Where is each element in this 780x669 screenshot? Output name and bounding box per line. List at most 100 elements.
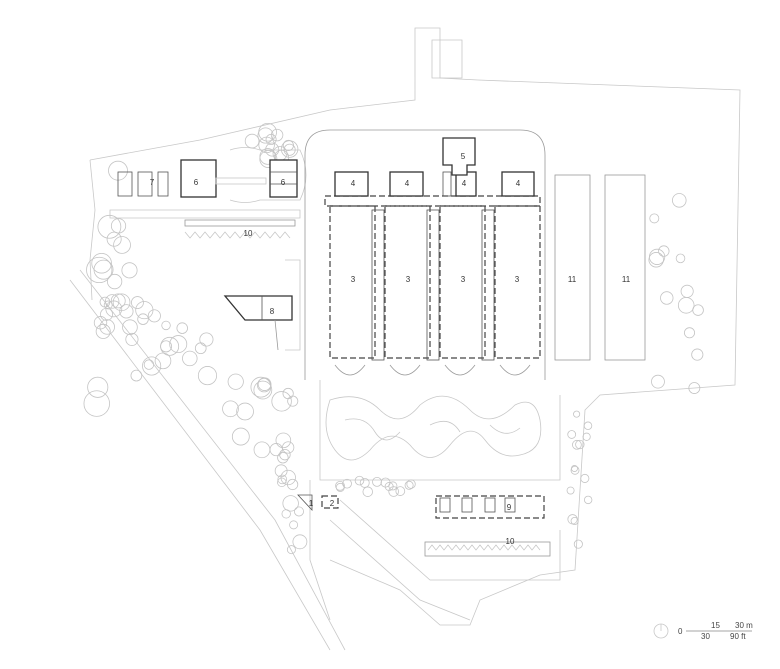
tree <box>147 309 161 323</box>
tree <box>121 262 138 279</box>
tree <box>106 273 123 290</box>
tree <box>113 236 131 254</box>
label-10b: 10 <box>506 537 515 546</box>
tree <box>199 332 214 347</box>
tree <box>97 214 122 239</box>
building-8 <box>223 295 293 321</box>
tree <box>122 319 138 335</box>
tree <box>583 495 593 505</box>
building-6b <box>269 159 298 198</box>
tree <box>282 495 299 512</box>
label-1: 1 <box>309 499 314 508</box>
south-buildings <box>297 494 551 557</box>
tree <box>142 356 162 376</box>
label-11a: 11 <box>568 275 577 284</box>
building-4d <box>501 171 535 197</box>
labels: 7 6 6 10 8 5 4 4 4 4 3 3 3 3 11 11 1 2 9… <box>150 152 631 546</box>
tree <box>582 432 591 441</box>
label-6b: 6 <box>281 178 286 187</box>
tree <box>583 421 593 430</box>
label-8: 8 <box>270 307 275 316</box>
tree <box>104 294 120 309</box>
feed-aisle <box>481 209 495 361</box>
tree <box>169 335 188 354</box>
label-11b: 11 <box>622 275 631 284</box>
tree <box>648 248 666 265</box>
scale-ft-end: 90 ft <box>730 632 746 641</box>
tree <box>250 376 272 398</box>
tree <box>691 348 704 361</box>
feed-aisle <box>426 209 440 361</box>
label-4d: 4 <box>516 179 521 188</box>
tree <box>194 342 207 355</box>
tree <box>675 253 686 264</box>
building-10b <box>424 541 551 557</box>
tree <box>680 284 694 298</box>
tree <box>573 539 583 549</box>
tree <box>106 231 122 247</box>
tree <box>275 432 292 449</box>
scale-zero: 0 <box>678 627 683 636</box>
tree <box>137 313 149 325</box>
tree <box>406 479 416 489</box>
tree <box>649 213 660 224</box>
tree <box>651 374 665 389</box>
tree <box>692 304 704 316</box>
tree <box>227 373 244 390</box>
tree <box>658 245 670 257</box>
label-3b: 3 <box>406 275 411 284</box>
building-9 <box>435 495 545 519</box>
tree <box>160 340 173 353</box>
tree <box>83 390 110 417</box>
tree <box>99 319 115 335</box>
feed-aisle <box>371 209 385 361</box>
west-buildings <box>117 159 298 351</box>
tree <box>86 256 113 284</box>
tree <box>280 469 296 486</box>
barn-enclosure <box>304 129 546 380</box>
tree <box>282 139 294 151</box>
tree <box>342 478 352 489</box>
tree <box>672 193 687 208</box>
label-2: 2 <box>330 499 335 508</box>
tree <box>259 148 277 165</box>
tree <box>236 402 254 421</box>
building-6a <box>180 159 217 198</box>
tree <box>282 387 294 400</box>
tree <box>570 516 579 526</box>
tree <box>257 377 272 393</box>
tree <box>294 506 304 517</box>
shed-3 <box>329 205 376 359</box>
label-5: 5 <box>461 152 466 161</box>
tree <box>566 486 575 495</box>
tree <box>660 291 674 305</box>
tree <box>372 476 382 487</box>
site-boundary <box>69 27 741 651</box>
tree <box>131 296 144 310</box>
tree <box>259 150 278 168</box>
tree <box>684 327 696 339</box>
tree <box>388 486 399 497</box>
building-11b <box>604 174 646 361</box>
tree <box>182 350 198 367</box>
tree <box>688 382 701 394</box>
tree <box>244 133 260 149</box>
main-barn-complex <box>324 137 646 361</box>
label-3c: 3 <box>461 275 466 284</box>
tree <box>648 252 664 268</box>
tree <box>287 395 299 407</box>
scale-m-mid: 15 <box>711 621 720 630</box>
label-6a: 6 <box>194 178 199 187</box>
scale-bar: 0 15 30 m 30 90 ft <box>653 621 753 641</box>
tree <box>222 400 239 418</box>
tree <box>231 427 250 446</box>
tree <box>270 128 284 142</box>
tree <box>277 451 289 464</box>
label-3d: 3 <box>515 275 520 284</box>
label-9: 9 <box>507 503 512 512</box>
tree <box>277 477 287 488</box>
tree <box>289 520 299 530</box>
tree <box>253 380 273 400</box>
tree <box>110 218 127 234</box>
